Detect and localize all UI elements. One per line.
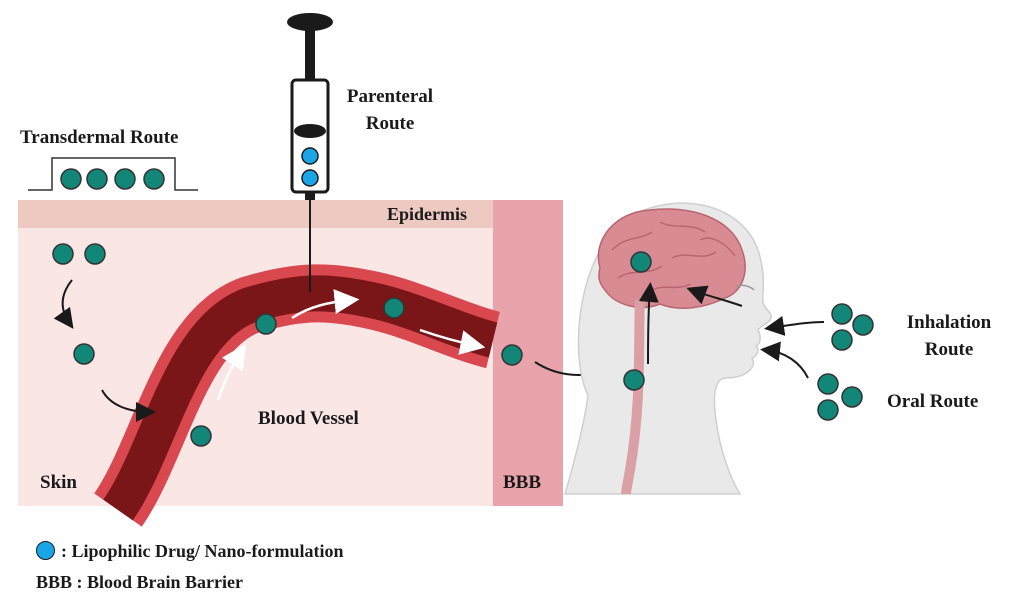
movement-arrow: [760, 341, 809, 379]
drug-particle: [52, 243, 74, 265]
movement-arrow: [638, 282, 659, 365]
blood-vessel-label: Blood Vessel: [258, 408, 359, 429]
transdermal-route-label: Transdermal Route: [20, 127, 179, 148]
bbb-label: BBB: [503, 472, 542, 493]
drug-particle: [831, 329, 853, 351]
drug-particle: [817, 399, 839, 421]
parenteral-line-1: Parenteral: [346, 86, 434, 107]
drug-particle: [301, 169, 319, 187]
drug-particle: [84, 243, 106, 265]
drug-particle: [255, 313, 277, 335]
drug-particle: [86, 168, 108, 190]
drug-particle: [841, 386, 863, 408]
parenteral-line-2: Route: [365, 113, 415, 134]
transdermal-particles: [60, 168, 165, 190]
brain-icon: [597, 208, 746, 309]
parenteral-route-label: Parenteral Route: [342, 86, 438, 135]
transdermal-patch: [28, 157, 198, 191]
drug-particle: [817, 373, 839, 395]
drug-dot-icon: [36, 541, 55, 560]
drug-particle: [852, 314, 874, 336]
legend-drug: : Lipophilic Drug/ Nano-formulation: [36, 541, 344, 562]
human-head: [563, 202, 773, 495]
movement-arrow: [101, 389, 156, 422]
drug-particle: [831, 303, 853, 325]
drug-particle: [301, 147, 319, 165]
drug-particle: [190, 425, 212, 447]
inhalation-route-label: Inhalation Route: [893, 312, 1005, 361]
movement-arrow: [764, 316, 825, 336]
oral-route-label: Oral Route: [887, 391, 979, 412]
inhalation-line-1: Inhalation: [906, 312, 992, 333]
movement-arrow: [53, 279, 74, 329]
movement-arrow: [686, 285, 743, 307]
drug-particle: [60, 168, 82, 190]
flow-arrow: [291, 289, 360, 320]
drug-particle: [630, 251, 652, 273]
flow-arrow: [216, 343, 247, 401]
legend-drug-text: : Lipophilic Drug/ Nano-formulation: [61, 541, 344, 561]
drug-particle: [383, 297, 405, 319]
epidermis-layer: [18, 200, 493, 228]
epidermis-label: Epidermis: [387, 204, 468, 224]
drug-particle: [73, 343, 95, 365]
drug-particle: [623, 369, 645, 391]
drug-particle: [143, 168, 165, 190]
drug-particle: [114, 168, 136, 190]
legend-bbb: BBB : Blood Brain Barrier: [36, 572, 243, 592]
inhalation-line-2: Route: [924, 339, 974, 360]
flow-arrow: [419, 328, 486, 355]
drug-particle: [501, 344, 523, 366]
skin-label: Skin: [40, 472, 77, 493]
syringe-icon: [287, 13, 333, 292]
blood-vessel-lumen: [102, 275, 498, 521]
